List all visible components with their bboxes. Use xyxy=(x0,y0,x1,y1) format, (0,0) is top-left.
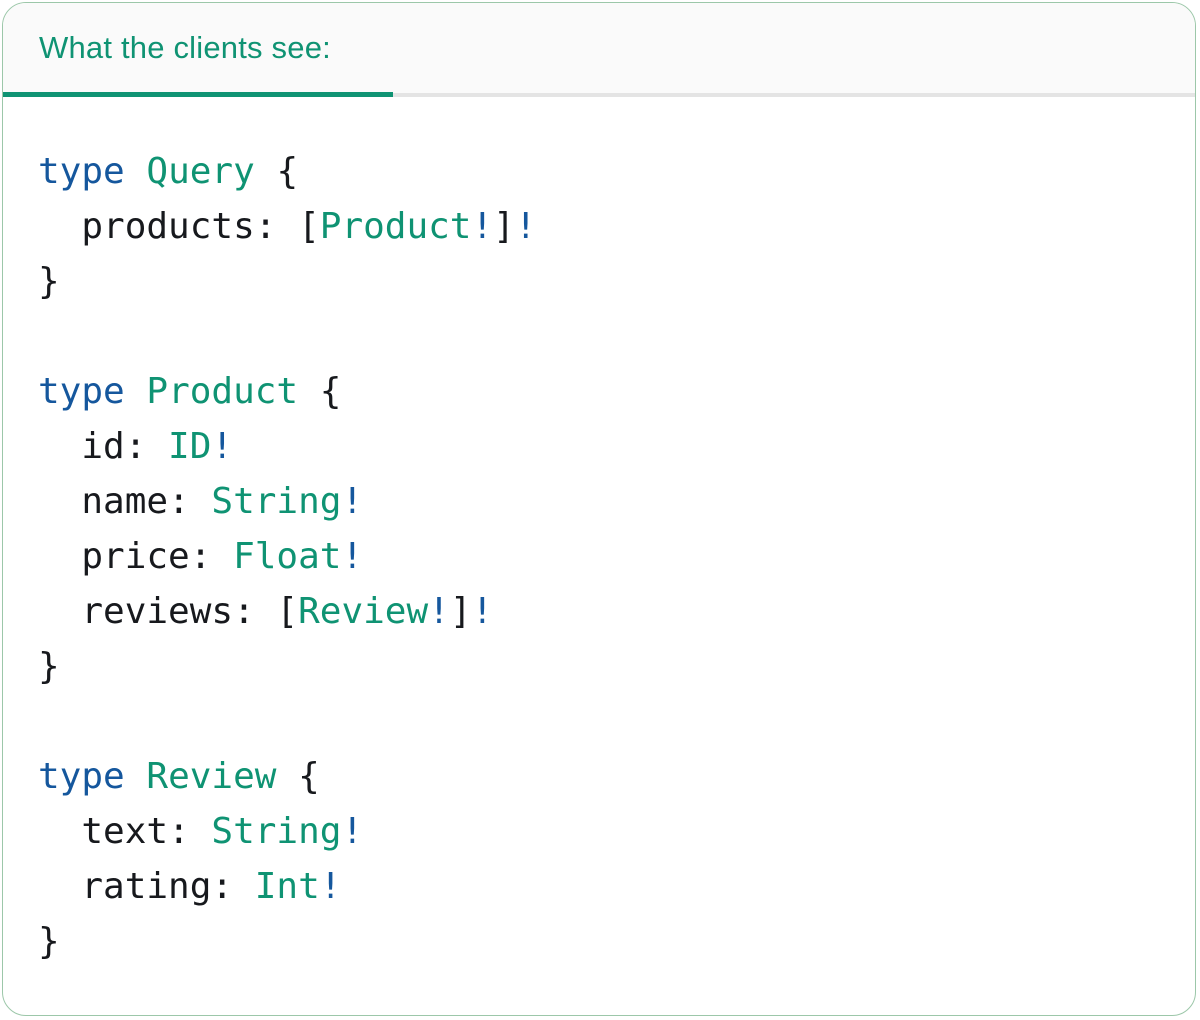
code-token-kw: ! xyxy=(341,481,364,522)
code-token-pl: ] xyxy=(449,591,472,632)
active-tab-indicator xyxy=(3,92,393,97)
code-token-pl: price: xyxy=(38,536,234,577)
code-token-pl: id: xyxy=(38,426,169,467)
panel-tab-header: What the clients see: xyxy=(3,3,1195,97)
code-token-pl: products: [ xyxy=(38,206,320,247)
code-token-pl: { xyxy=(254,151,299,192)
code-token-pl xyxy=(125,371,147,412)
code-token-kw: ! xyxy=(471,206,494,247)
code-token-kw: ! xyxy=(341,811,364,852)
code-token-ty: Review xyxy=(298,591,429,632)
code-token-ty: ID xyxy=(168,426,212,467)
code-token-pl: text: xyxy=(38,811,212,852)
code-token-ty: Review xyxy=(146,756,277,797)
code-token-pl: rating: xyxy=(38,866,255,907)
code-token-pl: reviews: [ xyxy=(38,591,299,632)
code-token-kw: ! xyxy=(211,426,234,467)
code-token-pl xyxy=(125,756,147,797)
code-token-pl: } xyxy=(38,261,60,302)
code-token-kw: type xyxy=(38,756,125,797)
code-token-pl: ] xyxy=(493,206,515,247)
code-token-ty: Product xyxy=(319,206,472,247)
code-token-ty: String xyxy=(211,811,342,852)
code-token-ty: String xyxy=(211,481,342,522)
code-token-pl: } xyxy=(38,921,60,962)
code-token-pl: } xyxy=(38,646,60,687)
code-token-kw: ! xyxy=(514,206,537,247)
code-token-ty: Product xyxy=(146,371,299,412)
code-token-pl: { xyxy=(298,371,342,412)
code-token-kw: type xyxy=(38,151,125,192)
code-token-pl: { xyxy=(276,756,320,797)
code-token-ty: Query xyxy=(146,151,255,192)
code-token-ty: Float xyxy=(233,536,342,577)
code-token-kw: type xyxy=(38,371,125,412)
code-token-kw: ! xyxy=(428,591,450,632)
code-token-pl xyxy=(125,151,147,192)
code-token-kw: ! xyxy=(319,866,342,907)
code-token-ty: Int xyxy=(254,866,320,907)
code-token-kw: ! xyxy=(341,536,364,577)
tab-what-the-clients-see[interactable]: What the clients see: xyxy=(39,30,331,65)
graphql-schema-code: type Query { products: [Product!]! } typ… xyxy=(3,97,1195,969)
code-token-pl: name: xyxy=(38,481,212,522)
code-token-kw: ! xyxy=(471,591,494,632)
